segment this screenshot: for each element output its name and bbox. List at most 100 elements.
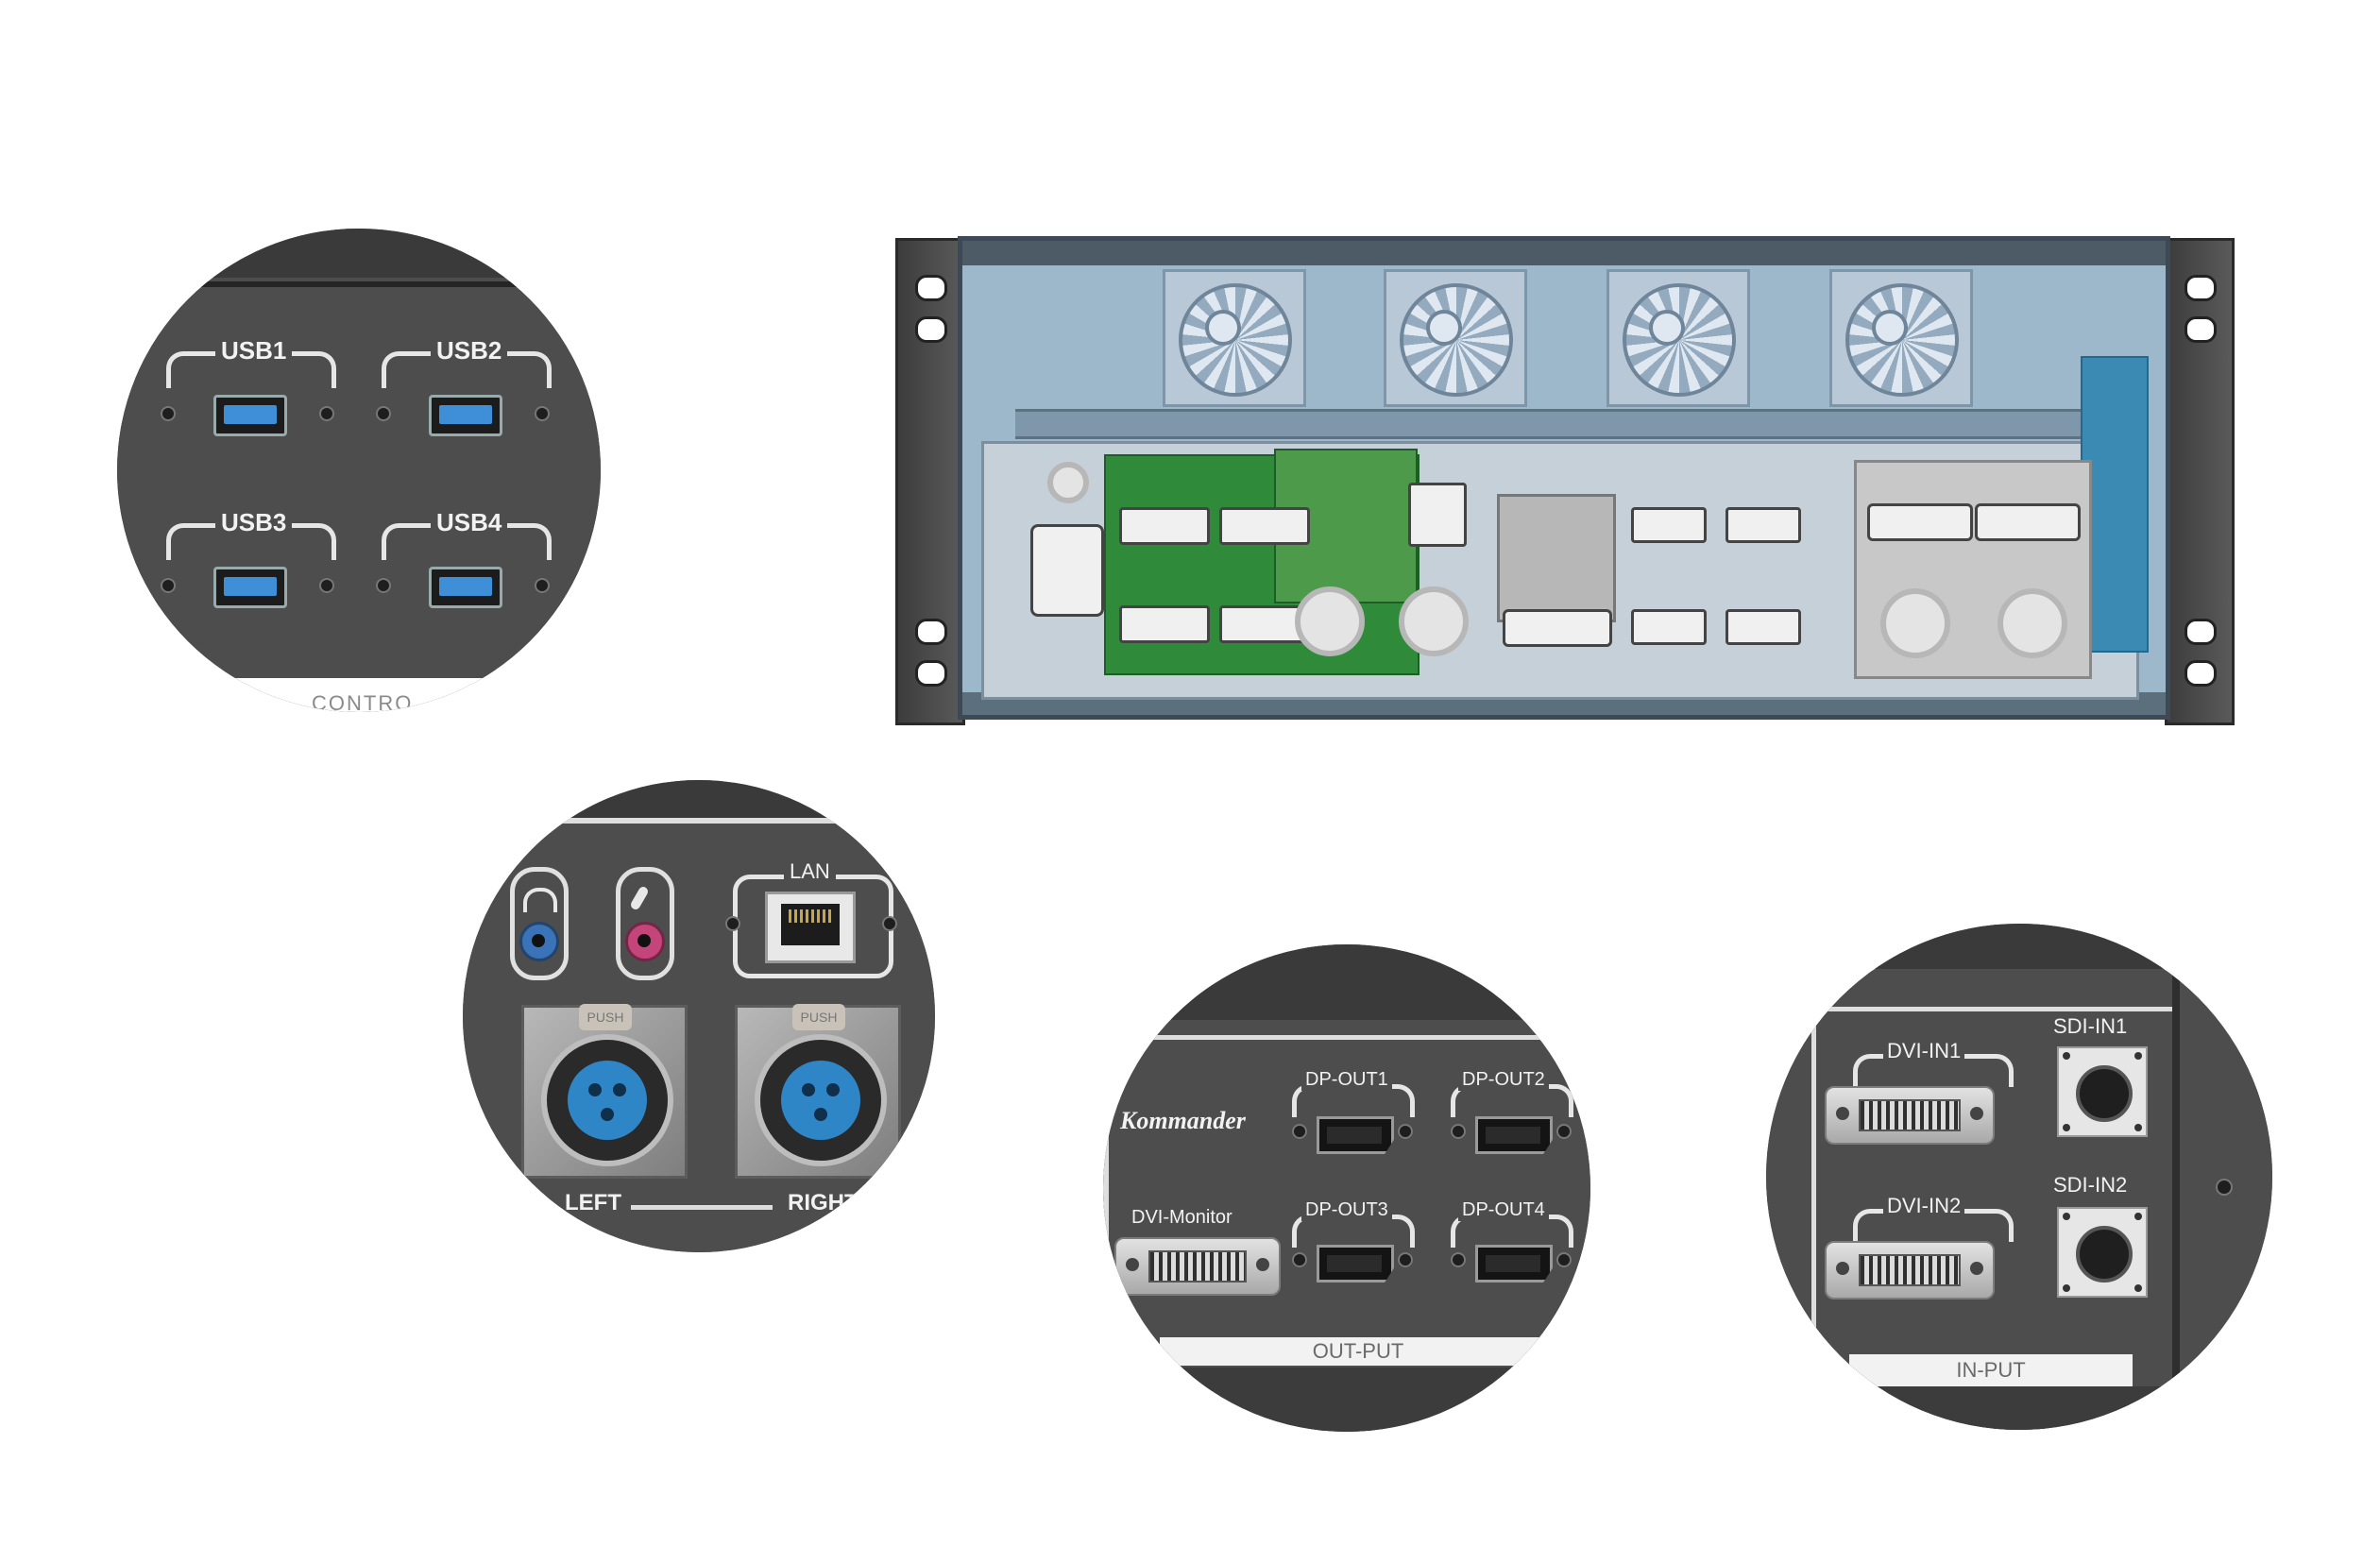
usb3-port[interactable] [213, 567, 287, 608]
screw [376, 406, 391, 421]
lan-port [1408, 483, 1467, 547]
dp-port [1726, 609, 1801, 645]
usb1-port[interactable] [213, 395, 287, 436]
screw [882, 916, 897, 931]
dp-port [1119, 507, 1210, 545]
push-latch[interactable]: PUSH [792, 1004, 845, 1030]
dvi-monitor-block [1497, 494, 1616, 622]
sdi-socket [1880, 588, 1950, 658]
screw [1556, 1252, 1572, 1267]
input-panel-zoom: DVI-IN1 SDI-IN1 DVI-IN2 SDI-IN2 IN-PUT [1766, 924, 2272, 1430]
screw [1556, 1124, 1572, 1139]
channel-divider-line [631, 1205, 773, 1210]
ear-hole [915, 275, 947, 301]
dvi-in2-port[interactable] [1825, 1241, 1995, 1300]
screw [1398, 1252, 1413, 1267]
dvi-in1-port[interactable] [1825, 1086, 1995, 1145]
panel-top-edge [117, 229, 601, 278]
screw [1451, 1124, 1466, 1139]
dp-out2-port[interactable] [1475, 1116, 1553, 1154]
rack-ear-right [2165, 238, 2235, 725]
chassis-top-rail [962, 241, 2166, 265]
sdi-in1-port[interactable] [2057, 1046, 2148, 1137]
screw [725, 916, 740, 931]
dp-port [1631, 507, 1707, 543]
fan [1384, 269, 1527, 407]
right-label: RIGHT [788, 1190, 858, 1215]
dp-out3-port[interactable] [1317, 1245, 1394, 1283]
panel-top-edge [1766, 924, 2272, 969]
power-inlet [1030, 524, 1104, 617]
panel-left-edge [1103, 944, 1109, 1432]
mic-jack[interactable] [625, 922, 665, 961]
screw [161, 406, 176, 421]
panel-top-edge [463, 780, 935, 818]
dvi-port [1975, 503, 2081, 541]
audio-panel-zoom: LAN PUSH PUSH LEFT RIGHT [463, 780, 935, 1252]
ear-hole [2184, 619, 2217, 645]
xlr-left-connector[interactable]: PUSH [521, 1004, 688, 1179]
screw [535, 406, 550, 421]
dp-port [1219, 507, 1310, 545]
screw [535, 578, 550, 593]
lan-port[interactable] [765, 892, 856, 963]
dvi-port [1867, 503, 1973, 541]
panel-bottom-cut [117, 678, 601, 712]
xlr-socket [1295, 586, 1365, 656]
dvi-in2-label: DVI-IN2 [1883, 1194, 1965, 1218]
sdi-in1-label: SDI-IN1 [2053, 1014, 2128, 1038]
usb-panel-zoom: USB1 USB2 USB3 USB4 CONTRO [117, 229, 601, 712]
xlr-socket [1399, 586, 1469, 656]
panel-divider [117, 281, 601, 287]
panel-surface [117, 278, 601, 712]
headphone-jack[interactable] [519, 922, 559, 961]
sdi-socket [1998, 588, 2067, 658]
input-section-label: IN-PUT [1849, 1354, 2133, 1386]
dvi-port [1503, 609, 1612, 647]
brand-logo: Kommander [1120, 1107, 1246, 1134]
usb4-port[interactable] [429, 567, 502, 608]
dp-port [1726, 507, 1801, 543]
headphone-icon [523, 888, 557, 912]
mic-jack-frame [616, 867, 674, 980]
panel-divider [1813, 1007, 2172, 1011]
ear-hole [2184, 275, 2217, 301]
ear-hole [915, 619, 947, 645]
screw [319, 406, 334, 421]
panel-divider [463, 818, 935, 824]
dvi-monitor-port[interactable] [1114, 1237, 1281, 1296]
fan [1606, 269, 1750, 407]
dp-port [1631, 609, 1707, 645]
push-latch[interactable]: PUSH [579, 1004, 632, 1030]
panel-surface [1766, 971, 2272, 1430]
dp-port [1119, 605, 1210, 643]
screw [1292, 1124, 1307, 1139]
dp-out4-port[interactable] [1475, 1245, 1553, 1283]
panel-bottom-edge [1103, 1368, 1590, 1432]
panel-bottom-edge [1766, 1386, 2272, 1430]
ear-hole [2184, 660, 2217, 687]
usb3-label: USB3 [215, 508, 293, 537]
left-label: LEFT [565, 1190, 621, 1215]
rack-device [895, 236, 2235, 725]
fan [1163, 269, 1306, 407]
usb1-label: USB1 [215, 336, 293, 365]
panel-left-rail [1811, 1007, 1816, 1366]
output-panel-zoom: Kommander DP-OUT1 DP-OUT2 DVI-Monitor DP… [1103, 944, 1590, 1432]
dp-out3-label: DP-OUT3 [1301, 1199, 1392, 1221]
sdi-in2-port[interactable] [2057, 1207, 2148, 1298]
chassis-mid-rail [1015, 409, 2120, 439]
ear-hole [915, 660, 947, 687]
usb2-port[interactable] [429, 395, 502, 436]
screw [2216, 1179, 2233, 1196]
screw [1451, 1252, 1466, 1267]
lan-label: LAN [784, 859, 836, 884]
xlr-right-connector[interactable]: PUSH [735, 1004, 901, 1179]
headphone-jack-frame [510, 867, 569, 980]
dvi-in1-label: DVI-IN1 [1883, 1039, 1965, 1063]
dvi-monitor-label: DVI-Monitor [1131, 1207, 1232, 1228]
chassis-body [958, 236, 2170, 720]
fan [1829, 269, 1973, 407]
dp-out1-port[interactable] [1317, 1116, 1394, 1154]
section-label-partial: CONTRO [312, 691, 414, 712]
